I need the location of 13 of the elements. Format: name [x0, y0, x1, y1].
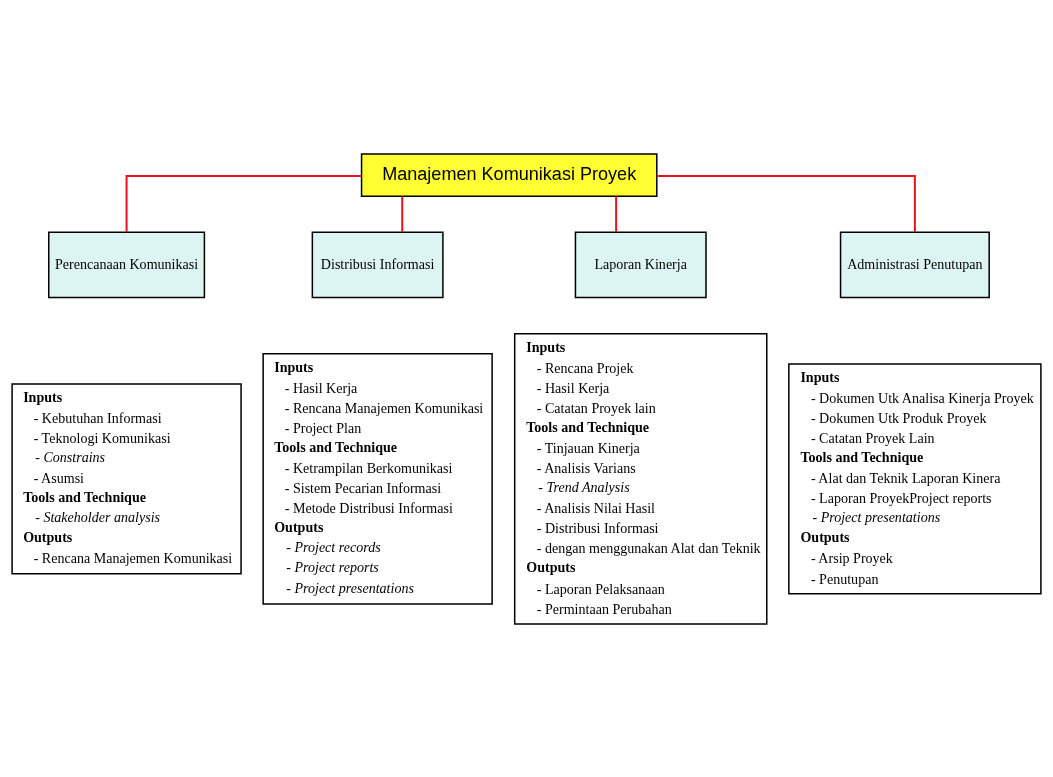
node-box: Inputs - Hasil Kerja - Rencana Manajemen Komunikasi - Project Plan Tools and Technique - Ketrampilan Berkomunikasi - Sistem Pecarian Informasi - Metode Distribusi Informasi Outputs - Project records - Project reports - Project presentations — [262, 352, 493, 605]
node-box: Administrasi Penutupan — [839, 231, 990, 298]
node-box: Perencanaan Komunikasi — [48, 231, 206, 298]
connector — [125, 174, 362, 232]
node-box: Distribusi Informasi — [311, 231, 444, 298]
node-box: Inputs - Kebutuhan Informasi - Teknologi Komunikasi - Constrains - Asumsi Tools and Technique - Stakeholder analysis Outputs - Rencana Manajemen Komunikasi — [11, 382, 242, 575]
node-box: Inputs - Rencana Projek - Hasil Kerja - Catatan Proyek lain Tools and Technique - Tinjauan Kinerja - Analisis Varians - Trend Analysis - Analisis Nilai Hasil - Distribusi Informasi - dengan menggunakan Alat dan Teknik Outputs - Laporan Pelaksanaan - Permintaan Perubahan — [513, 332, 768, 625]
connector — [657, 174, 916, 232]
connector — [401, 195, 404, 232]
connector — [615, 195, 618, 232]
node-box: Laporan Kinerja — [574, 231, 707, 298]
node-box: Manajemen Komunikasi Proyek — [360, 152, 658, 197]
node-box: Inputs - Dokumen Utk Analisa Kinerja Proyek - Dokumen Utk Produk Proyek - Catatan Proyek Lain Tools and Technique - Alat dan Teknik Laporan Kinera - Laporan ProyekProject reports - Project presentations Outputs - Arsip Proyek - Penutupan — [788, 362, 1042, 595]
